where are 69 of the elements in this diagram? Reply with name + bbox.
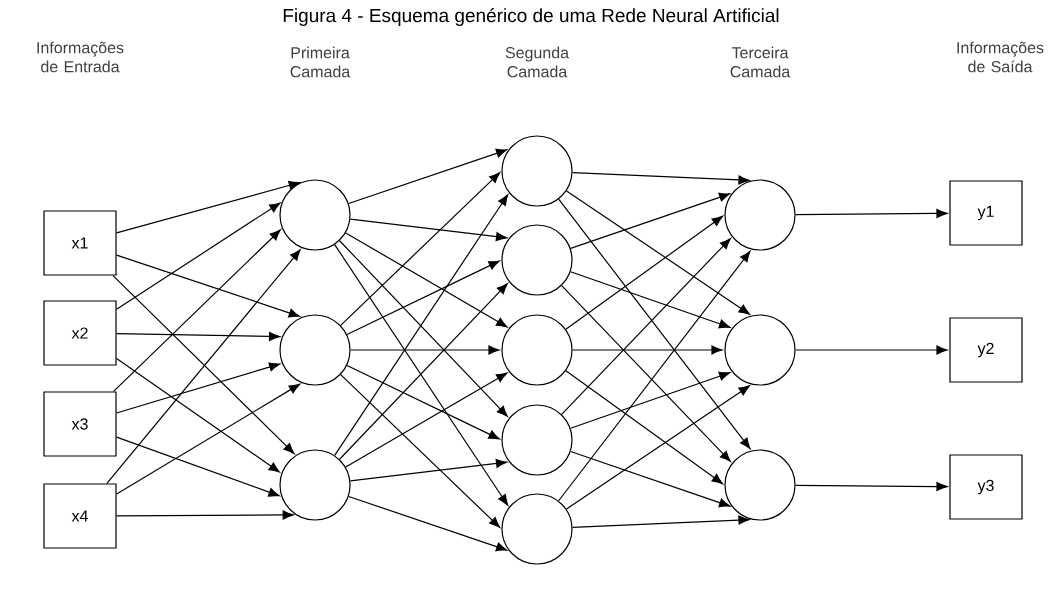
neuron-circle bbox=[724, 179, 796, 251]
arrow bbox=[795, 208, 948, 218]
column-heading: Segunda Camada bbox=[505, 46, 569, 78]
neuron-circle bbox=[501, 493, 573, 565]
neuron-circle bbox=[501, 135, 573, 207]
arrow bbox=[116, 436, 280, 497]
output-box: y1 bbox=[949, 180, 1023, 246]
arrow bbox=[571, 171, 750, 185]
arrow bbox=[561, 238, 731, 415]
arrow bbox=[334, 194, 509, 456]
column-heading: Informações de Saída bbox=[957, 41, 1044, 73]
arrow bbox=[558, 198, 751, 450]
input-box: x1 bbox=[43, 210, 117, 276]
arrow bbox=[558, 250, 751, 502]
arrow bbox=[340, 374, 501, 528]
arrow bbox=[795, 482, 948, 492]
input-box: x2 bbox=[43, 300, 117, 366]
arrow bbox=[112, 275, 295, 455]
column-heading: Primeira Camada bbox=[290, 46, 351, 78]
neuron-circle bbox=[279, 314, 351, 386]
arrow bbox=[346, 364, 500, 440]
output-box: y3 bbox=[949, 454, 1023, 520]
arrow bbox=[565, 370, 724, 485]
arrow bbox=[571, 515, 750, 529]
neuron-circle bbox=[501, 224, 573, 296]
arrow bbox=[334, 244, 509, 506]
arrow bbox=[116, 362, 281, 414]
output-box: y2 bbox=[949, 317, 1023, 383]
arrow bbox=[795, 345, 948, 355]
arrow bbox=[112, 229, 281, 392]
arrow bbox=[116, 331, 281, 341]
arrow bbox=[570, 371, 731, 429]
input-box: x4 bbox=[43, 483, 117, 549]
arrow bbox=[350, 345, 500, 355]
arrow bbox=[561, 285, 731, 462]
arrow bbox=[565, 385, 750, 510]
arrow bbox=[346, 260, 500, 336]
arrow bbox=[570, 271, 731, 329]
column-heading: Informações de Entrada bbox=[37, 41, 124, 73]
arrow bbox=[116, 254, 300, 318]
arrow bbox=[116, 180, 300, 234]
arrow bbox=[345, 372, 508, 468]
arrow bbox=[349, 458, 508, 482]
neuron-circle bbox=[724, 314, 796, 386]
input-box: x3 bbox=[43, 391, 117, 457]
arrow bbox=[116, 357, 280, 473]
arrow bbox=[116, 510, 294, 520]
arrow bbox=[106, 249, 301, 484]
arrow bbox=[565, 215, 724, 330]
title: Figura 4 - Esquema genérico de uma Rede Neural Artificial bbox=[283, 8, 779, 26]
neuron-circle bbox=[501, 314, 573, 386]
arrow bbox=[570, 450, 731, 508]
arrow bbox=[348, 148, 508, 205]
neuron-circle bbox=[724, 449, 796, 521]
arrow bbox=[345, 232, 508, 328]
arrow bbox=[340, 172, 501, 326]
neuron-circle bbox=[501, 404, 573, 476]
neuron-circle bbox=[279, 449, 351, 521]
arrow bbox=[572, 345, 723, 355]
column-heading: Terceira Camada bbox=[730, 46, 791, 78]
neuron-circle bbox=[279, 179, 351, 251]
arrow bbox=[565, 190, 750, 315]
arrow bbox=[349, 218, 508, 242]
arrow bbox=[348, 495, 508, 552]
arrow bbox=[339, 283, 508, 460]
arrow bbox=[116, 383, 301, 495]
arrow bbox=[570, 192, 731, 250]
arrow bbox=[116, 202, 281, 310]
arrow bbox=[339, 240, 508, 417]
